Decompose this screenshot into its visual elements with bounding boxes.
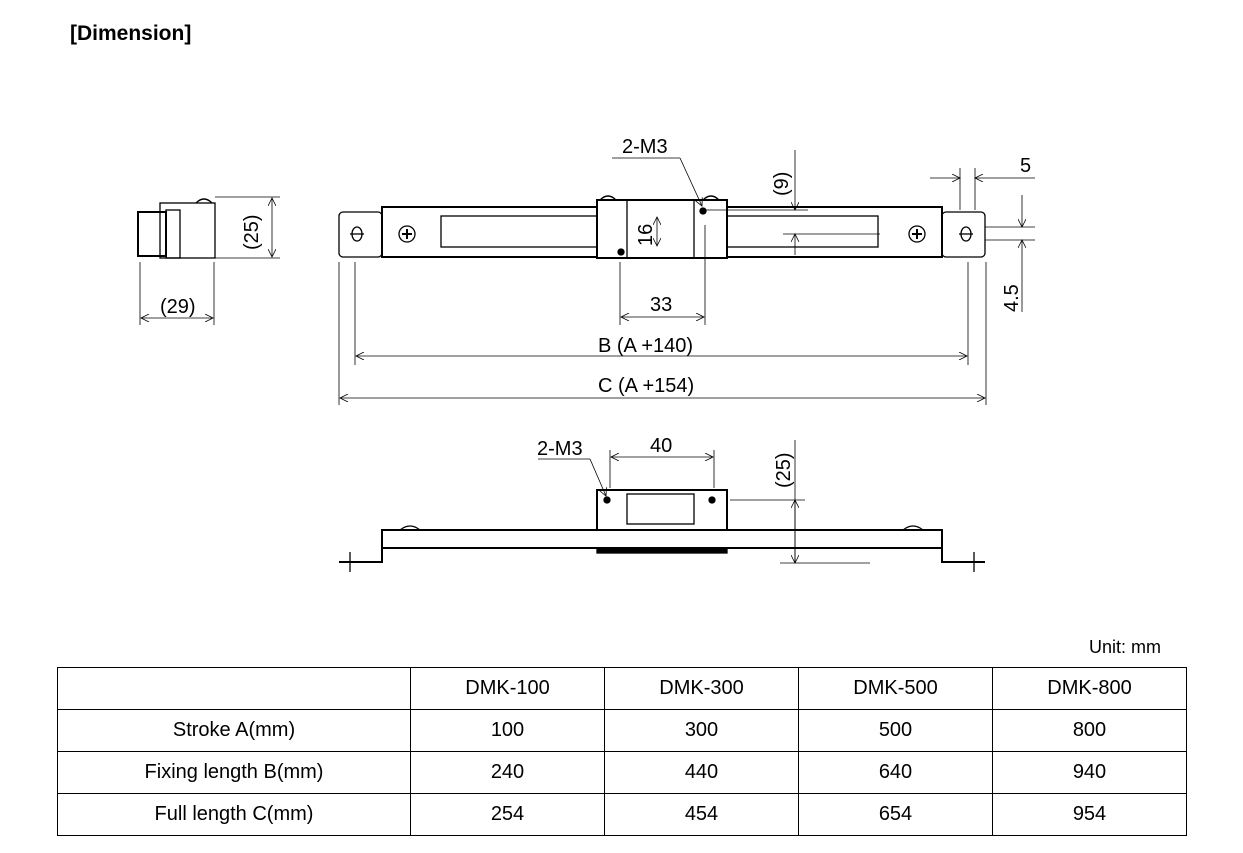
table-cell: 940: [992, 751, 1187, 794]
row-label: Fixing length B(mm): [57, 751, 411, 794]
label-2-m3-top: 2-M3: [622, 136, 668, 158]
table-header: DMK-800: [992, 667, 1187, 710]
table-cell: 100: [410, 709, 605, 752]
table-header: DMK-500: [798, 667, 993, 710]
dimension-drawing: 2-M3 (9) 5 16 4.5 33 B (A +140) C (A +15…: [137, 136, 1035, 572]
label-33: 33: [650, 294, 672, 316]
table-cell: 300: [604, 709, 799, 752]
label-9: (9): [771, 172, 793, 196]
label-40: 40: [650, 435, 672, 457]
table-cell: 954: [992, 793, 1187, 836]
table-cell: 454: [604, 793, 799, 836]
table-cell: 640: [798, 751, 993, 794]
unit-label: Unit: mm: [1089, 637, 1161, 657]
label-2-m3-bottom: 2-M3: [537, 438, 583, 460]
section-title: [Dimension]: [70, 22, 192, 45]
table-header: [57, 667, 411, 710]
row-label: Full length C(mm): [57, 793, 411, 836]
table-header-row: DMK-100 DMK-300 DMK-500 DMK-800: [57, 667, 1187, 710]
table-cell: 500: [798, 709, 993, 752]
table-header: DMK-300: [604, 667, 799, 710]
table-cell: 240: [410, 751, 605, 794]
table-row: Stroke A(mm) 100 300 500 800: [57, 709, 1187, 752]
table-cell: 654: [798, 793, 993, 836]
table-header: DMK-100: [410, 667, 605, 710]
table-row: Full length C(mm) 254 454 654 954: [57, 793, 1187, 836]
table-cell: 800: [992, 709, 1187, 752]
label-5: 5: [1020, 155, 1031, 177]
label-29: (29): [160, 296, 196, 318]
label-4-5: 4.5: [1001, 284, 1023, 312]
label-b: B (A +140): [598, 335, 693, 357]
top-view: [338, 150, 1035, 405]
label-25-side: (25): [773, 452, 795, 488]
table-cell: 440: [604, 751, 799, 794]
side-view: [339, 440, 985, 572]
row-label: Stroke A(mm): [57, 709, 411, 752]
table-cell: 254: [410, 793, 605, 836]
label-25-end: (25): [241, 214, 263, 250]
label-16: 16: [635, 224, 657, 246]
table-row: Fixing length B(mm) 240 440 640 940: [57, 751, 1187, 794]
spec-table: DMK-100 DMK-300 DMK-500 DMK-800 Stroke A…: [57, 667, 1187, 836]
label-c: C (A +154): [598, 375, 694, 397]
end-view: [137, 196, 280, 325]
